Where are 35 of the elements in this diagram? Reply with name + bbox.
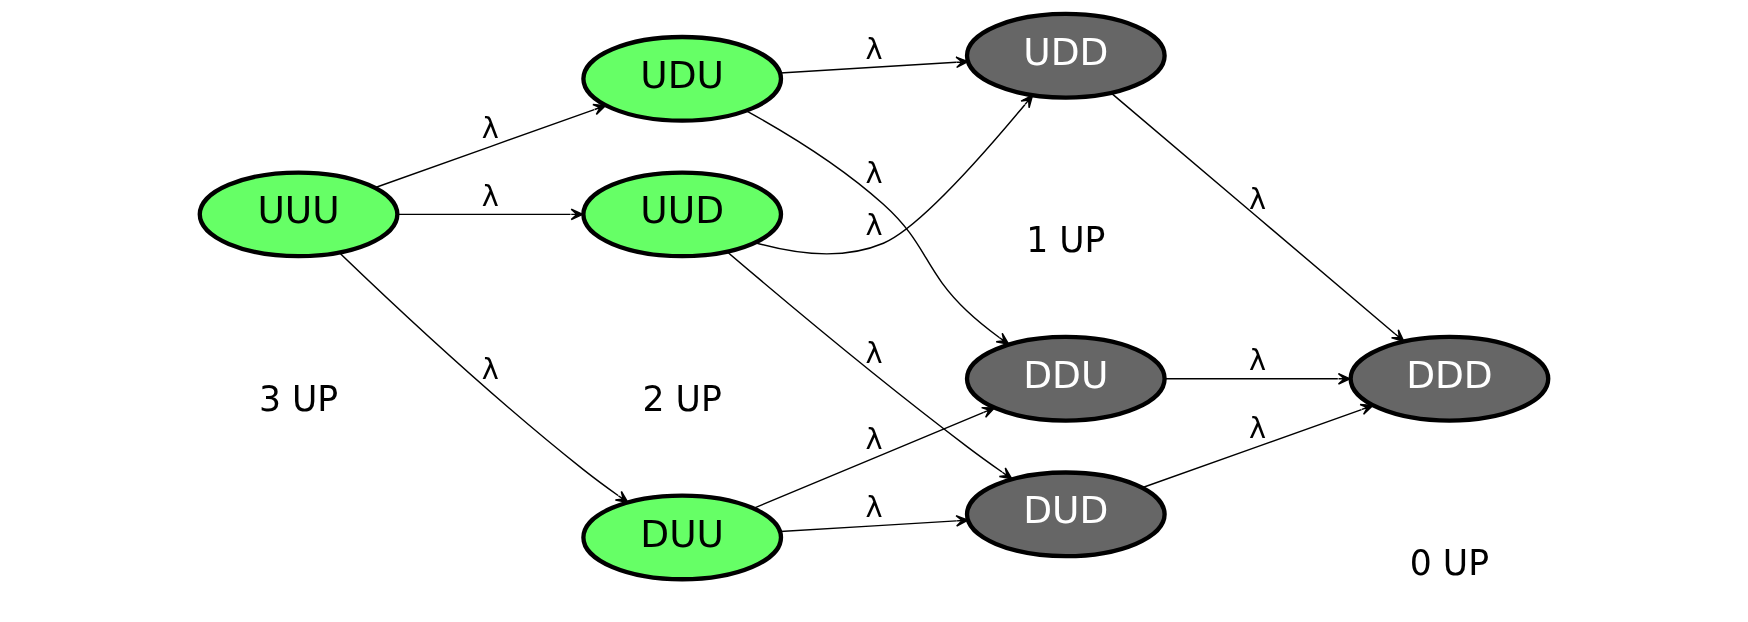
arrow <box>374 103 607 189</box>
label: 2 UP <box>642 378 722 419</box>
arrow <box>752 406 996 510</box>
edge-label: λ <box>865 31 883 66</box>
arrow <box>754 94 1034 255</box>
edge-label: λ <box>865 422 883 457</box>
edge-label: λ <box>481 351 499 386</box>
label: 3 UP <box>258 378 339 419</box>
arrow <box>779 515 969 533</box>
arrow <box>726 251 1013 480</box>
edge-label: λ <box>865 155 883 190</box>
arrow <box>338 252 629 504</box>
node-ellipse: DDD <box>1348 334 1551 423</box>
arrow <box>1110 92 1405 342</box>
arrow <box>1141 403 1374 489</box>
node-ellipse: UDD <box>964 11 1167 100</box>
arrow <box>1164 372 1351 385</box>
edge-label: λ <box>1249 410 1267 445</box>
node-ellipse: DUU <box>581 493 784 582</box>
edge-label: λ <box>865 207 883 242</box>
arrow <box>396 208 584 221</box>
edge-label: λ <box>1249 181 1267 216</box>
arrow <box>779 56 969 74</box>
edge-label: λ <box>865 335 883 370</box>
label: 0 UP <box>1409 543 1490 584</box>
edge-label: λ <box>865 490 883 525</box>
edge-label: λ <box>1249 343 1267 378</box>
edge-label: λ <box>481 178 499 213</box>
label: 1 UP <box>1026 220 1106 261</box>
node-ellipse: UUD <box>581 170 784 259</box>
node-ellipse: UDU <box>581 34 784 123</box>
edge-label: λ <box>481 110 499 145</box>
node-ellipse: UUU <box>197 170 400 259</box>
node-ellipse: DUD <box>964 470 1167 559</box>
arrow <box>745 110 1010 345</box>
